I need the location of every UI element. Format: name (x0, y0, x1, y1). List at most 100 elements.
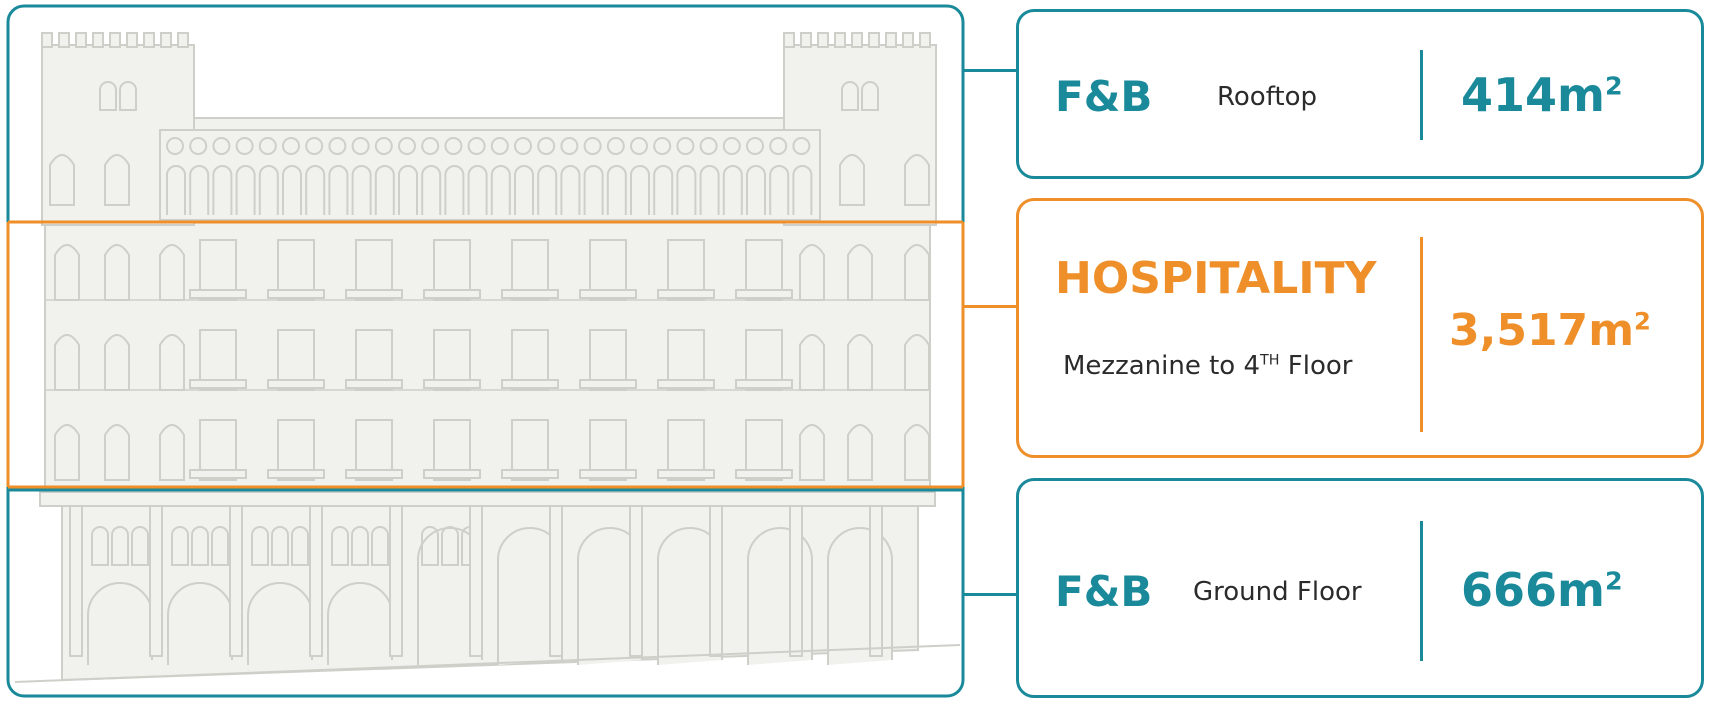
rooftop-connector (963, 69, 1017, 72)
ground-arch (327, 582, 393, 665)
side-gothic-window (799, 334, 825, 391)
loggia-arch (606, 165, 627, 215)
right-tower-merlon (902, 32, 914, 48)
loggia-rosette (166, 137, 184, 155)
loggia-rosette (583, 137, 602, 155)
ground-cornice (39, 491, 936, 507)
rooftop-card: F&B Rooftop 414m2 (1016, 9, 1704, 179)
ground-divider (1420, 521, 1423, 661)
ground-pilaster (229, 505, 243, 657)
balcony-rail (501, 379, 559, 389)
balcony-rail (189, 469, 247, 479)
side-gothic-window (904, 334, 930, 391)
loggia-arch (560, 165, 581, 215)
ground-area-unit-sup: 2 (1604, 566, 1623, 596)
tower-gothic-window (49, 154, 75, 206)
balcony-rail (501, 469, 559, 479)
loggia-rosette (746, 137, 764, 155)
loggia-rosette (189, 137, 208, 155)
loggia-arch (746, 165, 766, 215)
hospitality-area-unit-sup: 2 (1634, 307, 1651, 336)
loggia-arch (351, 165, 372, 215)
ground-upper-window (171, 526, 189, 566)
ground-pilaster (709, 505, 723, 657)
ground-upper-window (351, 526, 369, 566)
ground-upper-window (191, 526, 209, 566)
hospitality-connector (963, 305, 1017, 308)
balcony-rail (579, 289, 637, 299)
loggia-arch (537, 165, 558, 215)
ground-connector (963, 593, 1017, 596)
tower-window (99, 81, 117, 111)
balcony-rail (657, 469, 715, 479)
hospitality-category: HOSPITALITY (1055, 253, 1377, 304)
balcony-rail (345, 289, 403, 299)
ground-pilaster (469, 505, 483, 657)
balcony-rail (579, 469, 637, 479)
balcony-rail (423, 469, 481, 479)
right-tower-merlon (817, 32, 829, 48)
loggia-rosette (328, 137, 347, 155)
side-gothic-window (847, 334, 873, 391)
ground-upper-window (251, 526, 269, 566)
ground-upper-window (371, 526, 389, 566)
facade (14, 32, 961, 683)
side-gothic-window (104, 334, 130, 391)
tower-window (119, 81, 137, 111)
rooftop-category: F&B (1055, 72, 1153, 121)
loggia-arch (421, 165, 442, 215)
hospitality-divider (1420, 237, 1423, 432)
tower-window (841, 81, 859, 111)
left-tower-merlon (92, 32, 104, 48)
loggia-rosette (537, 137, 556, 155)
ground-upper-window (421, 526, 439, 566)
loggia-rosette (235, 137, 254, 155)
balcony-rail (345, 379, 403, 389)
loggia-arch (490, 165, 511, 215)
loggia-arch (514, 165, 534, 215)
loggia-arch (189, 165, 210, 215)
ground-area-unit: m (1557, 563, 1605, 617)
loggia-rosette (374, 137, 393, 155)
left-tower-merlon (75, 32, 87, 48)
side-gothic-window (847, 244, 873, 301)
ground-arch (247, 582, 313, 665)
loggia-rosette (398, 137, 416, 155)
side-gothic-window (799, 244, 825, 301)
ground-card: F&B Ground Floor 666m2 (1016, 478, 1704, 698)
loggia-arch (212, 165, 233, 215)
ground-upper-window (131, 526, 149, 566)
loggia-arch (699, 165, 720, 215)
hospitality-floor-sup: TH (1260, 352, 1280, 369)
hospitality-floor-suffix: Floor (1279, 351, 1353, 381)
loggia-arch (676, 165, 697, 215)
side-gothic-window (904, 424, 930, 481)
loggia-arch (166, 165, 186, 215)
loggia-band (159, 129, 821, 221)
side-gothic-window (904, 244, 930, 301)
loggia-arch (630, 165, 650, 215)
loggia-arch (328, 165, 349, 215)
balcony-rail (189, 379, 247, 389)
loggia-rosette (722, 137, 741, 155)
hospitality-floor: Mezzanine to 4TH Floor (1063, 351, 1352, 381)
balcony-rail (735, 379, 793, 389)
rooftop-area: 414m2 (1461, 68, 1623, 122)
ground-upper-window (211, 526, 229, 566)
loggia-rosette (305, 137, 324, 155)
ground-category: F&B (1055, 567, 1153, 616)
right-tower-merlon (851, 32, 863, 48)
right-tower-merlon (783, 32, 795, 48)
balcony-rail (267, 379, 325, 389)
rooftop-divider (1420, 50, 1423, 140)
side-gothic-window (54, 334, 80, 391)
loggia-rosette (282, 137, 300, 155)
ground-upper-window (271, 526, 289, 566)
left-tower-merlon (109, 32, 121, 48)
loggia-rosette (769, 137, 788, 155)
ground-area-value: 666 (1461, 563, 1558, 617)
loggia-rosette (630, 137, 648, 155)
left-tower-merlon (160, 32, 172, 48)
side-gothic-window (54, 244, 80, 301)
